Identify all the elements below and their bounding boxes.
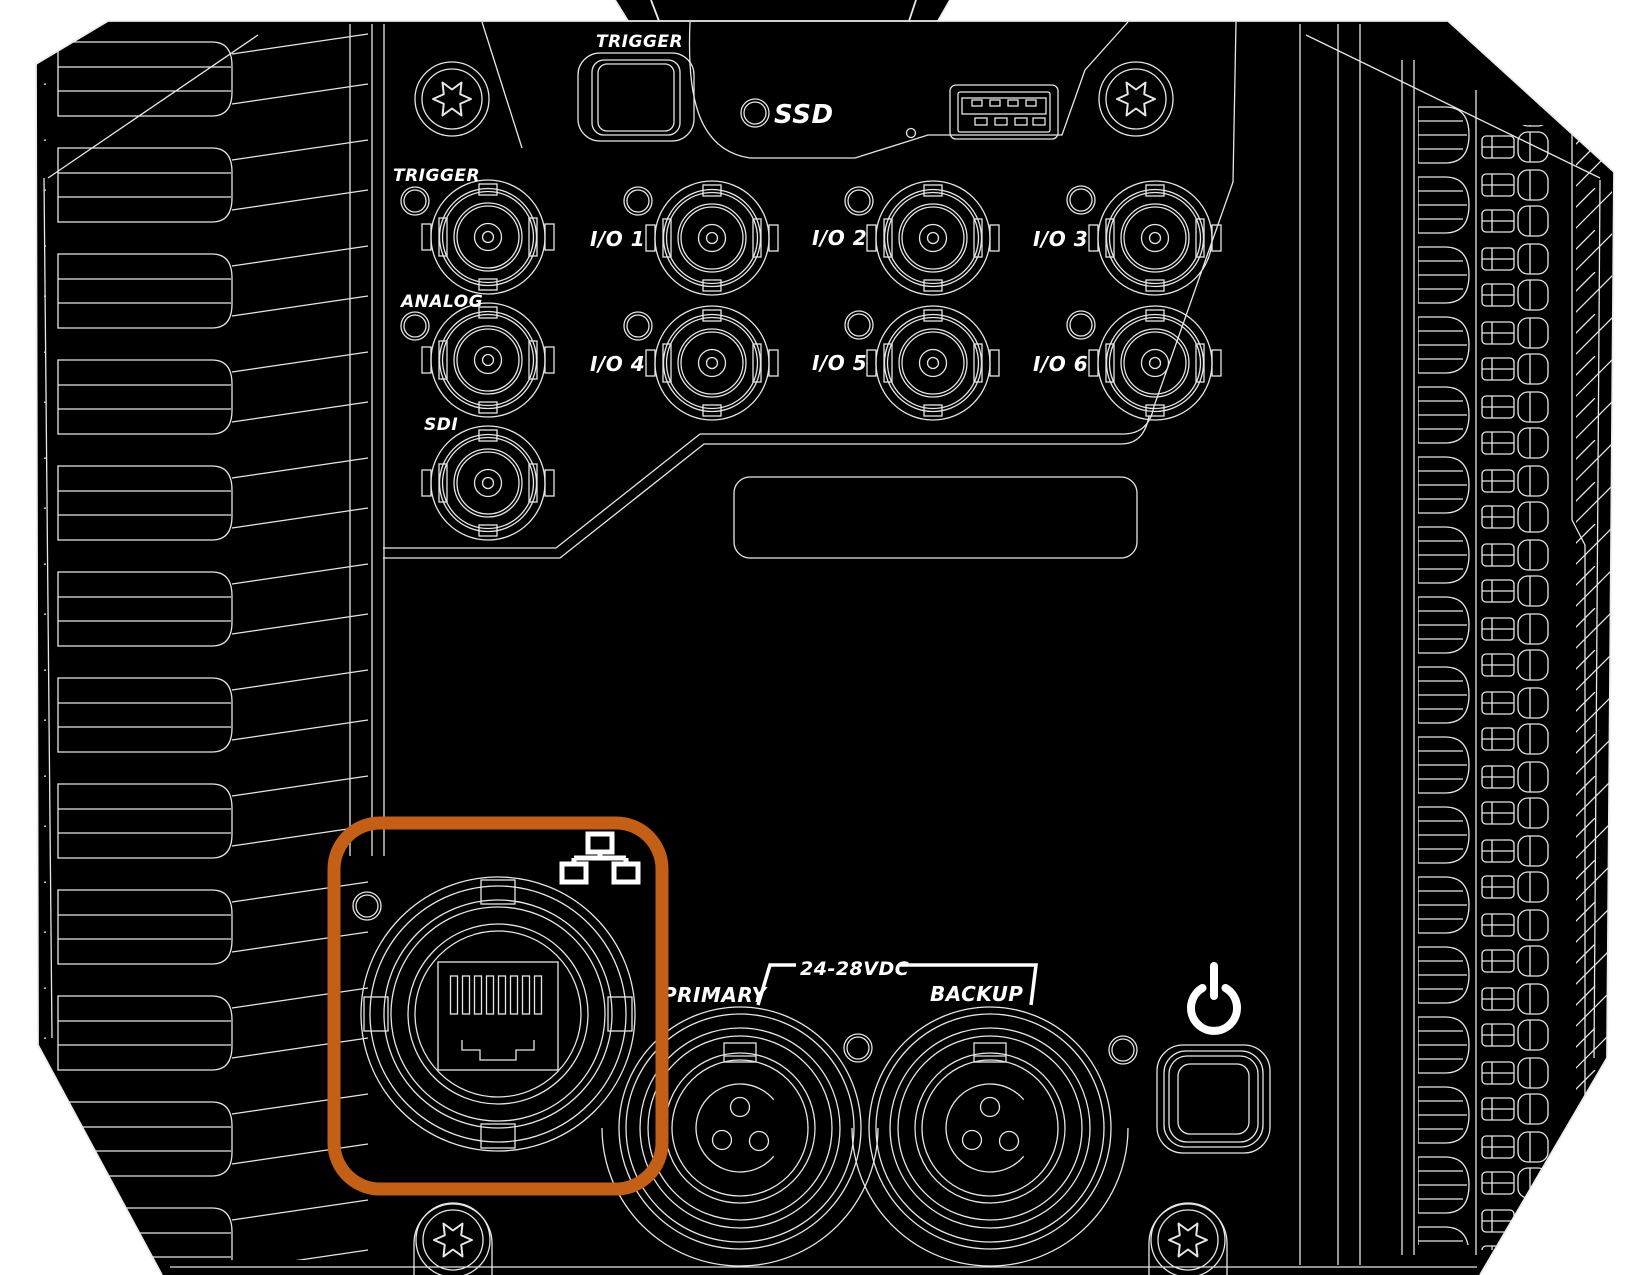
power-button[interactable] — [1156, 1044, 1271, 1154]
voltage-bracket — [756, 963, 1038, 1006]
io5-label: I/O 5 — [812, 351, 867, 375]
left-heatsink-fins — [44, 24, 385, 1260]
voltage-label: 24-28VDC — [800, 958, 909, 980]
screw-boss-bottom-right — [1148, 1203, 1228, 1275]
right-heatsink-fins — [1299, 24, 1612, 1265]
analog-label: ANALOG — [399, 292, 483, 312]
io3-label: I/O 3 — [1033, 227, 1088, 251]
io1-label: I/O 1 — [590, 227, 645, 251]
power-icon — [1187, 962, 1241, 1035]
ethernet-highlight-box[interactable] — [327, 816, 669, 1196]
io6-label: I/O 6 — [1033, 352, 1088, 376]
rj45-jack — [437, 961, 559, 1071]
blank-label-plate — [733, 476, 1138, 559]
network-icon — [559, 831, 641, 885]
primary-label: PRIMARY — [662, 983, 768, 1007]
trigger-button-label: TRIGGER — [596, 32, 683, 52]
ssd-pocket-outline — [688, 21, 1129, 159]
ethernet-port[interactable] — [352, 876, 636, 1152]
ssd-eject-hole — [905, 127, 917, 139]
trigger-bnc-label: TRIGGER — [393, 166, 480, 186]
camera-body — [36, 21, 1614, 1275]
ssd-label: SSD — [774, 100, 834, 130]
sdi-label: SDI — [424, 415, 458, 435]
trigger-button[interactable] — [577, 52, 695, 142]
handle-edges — [614, 0, 951, 22]
io4-label: I/O 4 — [590, 352, 645, 376]
camera-top-handle — [615, 0, 950, 21]
screw-boss-bottom-left — [413, 1203, 493, 1275]
usb-port[interactable] — [949, 84, 1059, 140]
io2-label: I/O 2 — [812, 226, 867, 250]
backup-label: BACKUP — [930, 982, 1023, 1006]
